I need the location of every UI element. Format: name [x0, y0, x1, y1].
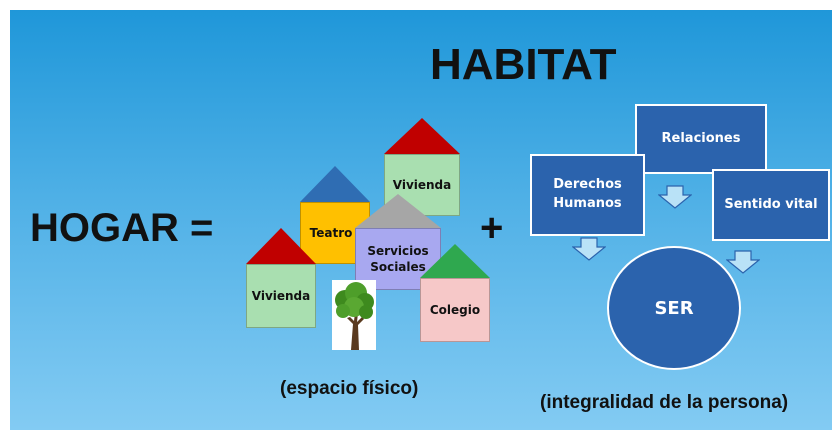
colegio-body: Colegio — [420, 278, 490, 342]
house-servicios: Servicios Sociales — [355, 194, 441, 290]
ser-label: SER — [654, 297, 694, 319]
box-relaciones: Relaciones — [635, 104, 767, 174]
caption-espacio-fisico: (espacio físico) — [280, 378, 419, 399]
box-derechos-humanos: Derechos Humanos — [530, 154, 645, 236]
title-habitat: HABITAT — [430, 40, 617, 89]
colegio-label: Colegio — [429, 302, 481, 317]
caption-integralidad: (integralidad de la persona) — [540, 392, 789, 413]
house-colegio: Colegio — [420, 244, 490, 342]
vivienda-left-roof — [246, 228, 316, 264]
box-sentido-vital: Sentido vital — [712, 169, 830, 241]
plus-sign: + — [480, 206, 504, 250]
house-vivienda-left: Vivienda — [246, 228, 316, 328]
derechos-label-line2: Humanos — [553, 196, 622, 211]
slide: HABITAT HOGAR = + Teatro Vivienda Servic… — [10, 10, 832, 430]
down-arrow-icon — [572, 237, 606, 261]
down-arrow-icon — [726, 250, 760, 274]
down-arrow-icon — [658, 185, 692, 209]
hogar-label: HOGAR = — [30, 206, 214, 250]
colegio-roof — [420, 244, 490, 278]
teatro-label: Teatro — [309, 225, 353, 240]
sentido-label: Sentido vital — [724, 196, 818, 212]
vivienda-left-label: Vivienda — [251, 288, 311, 303]
tree-icon — [332, 280, 376, 350]
vivienda-top-roof — [384, 118, 460, 154]
ser-circle: SER — [607, 246, 741, 370]
vivienda-left-body: Vivienda — [246, 264, 316, 328]
servicios-label-line2: Sociales — [370, 260, 426, 274]
derechos-label-line1: Derechos — [553, 177, 622, 193]
vivienda-top-label: Vivienda — [392, 177, 452, 192]
servicios-label-line1: Servicios — [367, 243, 429, 258]
relaciones-label: Relaciones — [661, 130, 741, 146]
servicios-roof — [355, 194, 441, 228]
